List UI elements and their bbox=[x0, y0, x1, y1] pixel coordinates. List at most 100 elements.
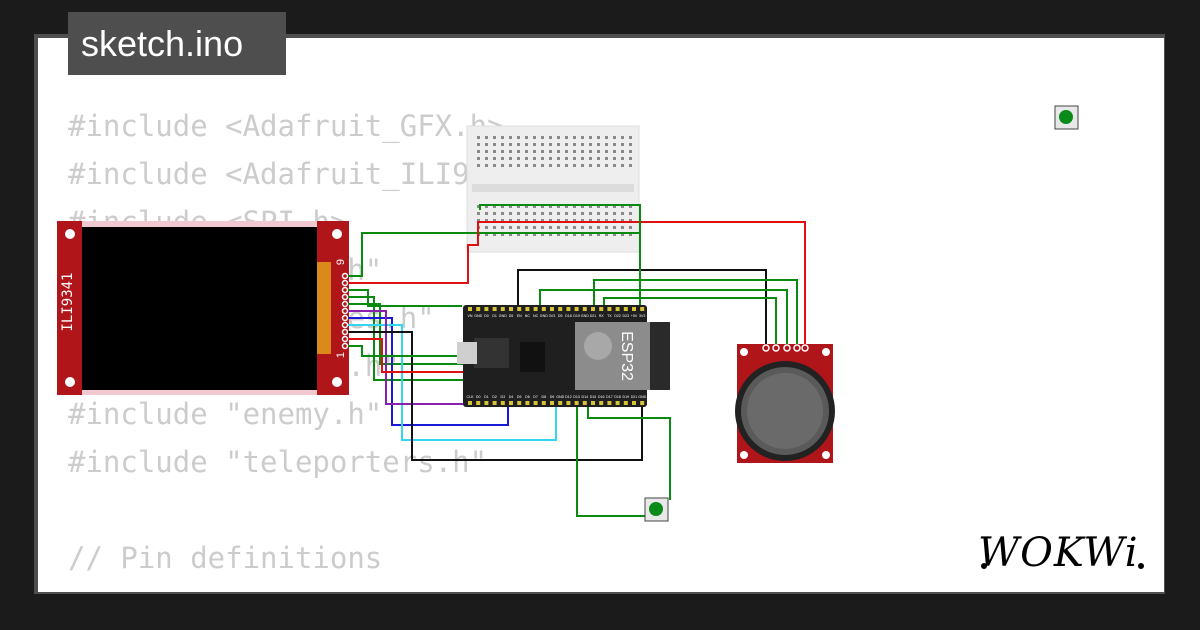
breadboard-hole[interactable] bbox=[501, 219, 504, 222]
esp32-pin[interactable] bbox=[484, 401, 489, 405]
breadboard-hole[interactable] bbox=[557, 150, 560, 153]
breadboard-hole[interactable] bbox=[509, 150, 512, 153]
esp32-pin[interactable] bbox=[484, 307, 489, 311]
breadboard-hole[interactable] bbox=[493, 150, 496, 153]
breadboard-hole[interactable] bbox=[493, 219, 496, 222]
breadboard-hole[interactable] bbox=[573, 233, 576, 236]
breadboard-hole[interactable] bbox=[549, 212, 552, 215]
breadboard-hole[interactable] bbox=[525, 136, 528, 139]
display-pin[interactable] bbox=[341, 293, 349, 301]
breadboard-hole[interactable] bbox=[605, 219, 608, 222]
breadboard-hole[interactable] bbox=[525, 150, 528, 153]
breadboard-hole[interactable] bbox=[613, 143, 616, 146]
breadboard-hole[interactable] bbox=[589, 150, 592, 153]
breadboard-hole[interactable] bbox=[509, 219, 512, 222]
breadboard-hole[interactable] bbox=[517, 233, 520, 236]
breadboard-hole[interactable] bbox=[581, 219, 584, 222]
breadboard-hole[interactable] bbox=[541, 226, 544, 229]
breadboard-hole[interactable] bbox=[477, 150, 480, 153]
esp32-pin[interactable] bbox=[558, 401, 563, 405]
breadboard-hole[interactable] bbox=[541, 150, 544, 153]
esp32-pin[interactable] bbox=[566, 401, 571, 405]
breadboard-hole[interactable] bbox=[557, 212, 560, 215]
esp32-pin[interactable] bbox=[632, 401, 636, 405]
breadboard-hole[interactable] bbox=[629, 143, 632, 146]
breadboard-hole[interactable] bbox=[477, 219, 480, 222]
breadboard-hole[interactable] bbox=[493, 164, 496, 167]
breadboard-hole[interactable] bbox=[621, 226, 624, 229]
esp32-pin[interactable] bbox=[550, 401, 554, 405]
breadboard-hole[interactable] bbox=[557, 143, 560, 146]
esp32-pin[interactable] bbox=[615, 401, 620, 405]
breadboard-hole[interactable] bbox=[525, 205, 528, 208]
breadboard-hole[interactable] bbox=[533, 143, 536, 146]
breadboard-hole[interactable] bbox=[557, 205, 560, 208]
breadboard-hole[interactable] bbox=[509, 164, 512, 167]
breadboard-hole[interactable] bbox=[501, 205, 504, 208]
breadboard-hole[interactable] bbox=[549, 150, 552, 153]
esp32-pin[interactable] bbox=[500, 307, 505, 311]
esp32-pin[interactable] bbox=[632, 307, 636, 311]
breadboard-hole[interactable] bbox=[629, 150, 632, 153]
breadboard-hole[interactable] bbox=[629, 164, 632, 167]
breadboard-hole[interactable] bbox=[573, 212, 576, 215]
breadboard-hole[interactable] bbox=[501, 164, 504, 167]
breadboard-hole[interactable] bbox=[509, 226, 512, 229]
breadboard-hole[interactable] bbox=[605, 205, 608, 208]
display-pin[interactable] bbox=[341, 300, 349, 308]
breadboard-hole[interactable] bbox=[565, 233, 568, 236]
breadboard-hole[interactable] bbox=[501, 136, 504, 139]
breadboard-hole[interactable] bbox=[613, 205, 616, 208]
breadboard-hole[interactable] bbox=[621, 150, 624, 153]
breadboard-hole[interactable] bbox=[589, 136, 592, 139]
breadboard-hole[interactable] bbox=[509, 233, 512, 236]
breadboard-hole[interactable] bbox=[493, 157, 496, 160]
breadboard-hole[interactable] bbox=[557, 136, 560, 139]
breadboard-hole[interactable] bbox=[501, 212, 504, 215]
breadboard-hole[interactable] bbox=[533, 212, 536, 215]
display-pin[interactable] bbox=[341, 335, 349, 343]
breadboard-hole[interactable] bbox=[549, 136, 552, 139]
breadboard-hole[interactable] bbox=[501, 157, 504, 160]
breadboard-hole[interactable] bbox=[525, 164, 528, 167]
breadboard-hole[interactable] bbox=[589, 212, 592, 215]
breadboard-hole[interactable] bbox=[597, 205, 600, 208]
breadboard-hole[interactable] bbox=[589, 143, 592, 146]
breadboard-hole[interactable] bbox=[493, 233, 496, 236]
breadboard-hole[interactable] bbox=[629, 205, 632, 208]
breadboard-hole[interactable] bbox=[581, 143, 584, 146]
esp32-pin[interactable] bbox=[591, 307, 595, 311]
breadboard-hole[interactable] bbox=[541, 205, 544, 208]
breadboard-hole[interactable] bbox=[565, 150, 568, 153]
esp32-pin[interactable] bbox=[525, 401, 530, 405]
breadboard-hole[interactable] bbox=[541, 233, 544, 236]
breadboard-hole[interactable] bbox=[621, 233, 624, 236]
breadboard-hole[interactable] bbox=[541, 143, 544, 146]
esp32-pin[interactable] bbox=[640, 307, 645, 311]
breadboard-hole[interactable] bbox=[613, 136, 616, 139]
breadboard-hole[interactable] bbox=[613, 150, 616, 153]
breadboard-hole[interactable] bbox=[525, 219, 528, 222]
breadboard-hole[interactable] bbox=[557, 233, 560, 236]
breadboard-hole[interactable] bbox=[517, 226, 520, 229]
breadboard-hole[interactable] bbox=[573, 157, 576, 160]
breadboard-hole[interactable] bbox=[533, 233, 536, 236]
joystick-module[interactable] bbox=[735, 344, 835, 463]
breadboard-hole[interactable] bbox=[621, 212, 624, 215]
breadboard-hole[interactable] bbox=[493, 226, 496, 229]
breadboard-hole[interactable] bbox=[597, 233, 600, 236]
display-pin[interactable] bbox=[341, 307, 349, 315]
esp32-pin[interactable] bbox=[623, 307, 628, 311]
display-pin[interactable] bbox=[341, 342, 349, 350]
breadboard-hole[interactable] bbox=[605, 226, 608, 229]
breadboard-hole[interactable] bbox=[485, 150, 488, 153]
breadboard-hole[interactable] bbox=[557, 226, 560, 229]
esp32-pin[interactable] bbox=[517, 401, 522, 405]
breadboard-hole[interactable] bbox=[605, 212, 608, 215]
breadboard-hole[interactable] bbox=[597, 219, 600, 222]
esp32-pin[interactable] bbox=[566, 307, 571, 311]
breadboard-hole[interactable] bbox=[621, 164, 624, 167]
breadboard-hole[interactable] bbox=[517, 164, 520, 167]
breadboard-hole[interactable] bbox=[581, 226, 584, 229]
esp32-pin[interactable] bbox=[640, 401, 645, 405]
